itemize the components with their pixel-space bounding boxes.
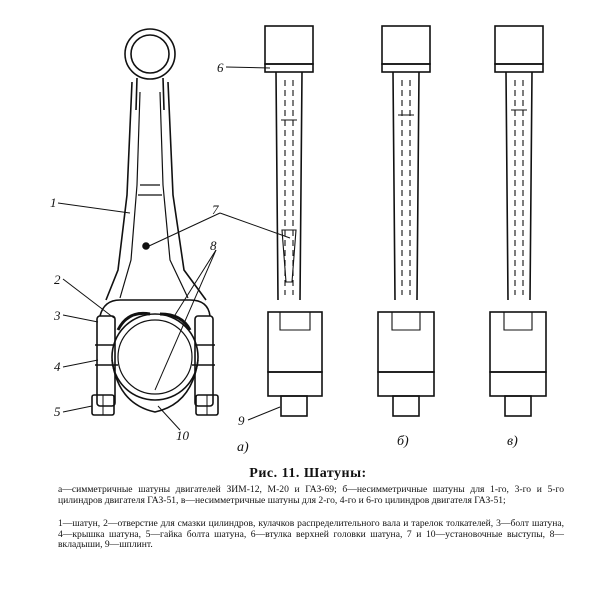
callout-3: 3: [53, 308, 61, 323]
callout-6: 6: [217, 60, 224, 75]
callout-1: 1: [50, 195, 57, 210]
connecting-rods-figure: 1 2 3 4 5 6 7 8 9 10 а) б) в): [50, 25, 547, 455]
rod-front-view: [91, 28, 219, 416]
figure-caption-parts: 1—шатун, 2—отверстие для смазки цилиндро…: [58, 518, 564, 551]
callout-7: 7: [212, 202, 219, 217]
callout-5: 5: [54, 404, 61, 419]
callout-9: 9: [238, 413, 245, 428]
rod-side-view-c: [489, 25, 547, 417]
callout-4: 4: [54, 359, 61, 374]
figure-caption-variants: а—симметричные шатуны двигателей ЗИМ-12,…: [58, 484, 564, 506]
callout-leaders-a: [57, 66, 291, 431]
figure-caption-title: Рис. 11. Шатуны:: [249, 466, 367, 481]
callout-8: 8: [210, 238, 217, 253]
rod-side-view-a: [264, 25, 323, 417]
callout-10: 10: [176, 428, 190, 443]
rod-side-view-b: [377, 25, 435, 417]
variant-label-b: б): [397, 434, 409, 449]
callout-2: 2: [54, 272, 61, 287]
variant-label-a: а): [237, 440, 249, 455]
variant-label-c: в): [507, 434, 518, 449]
